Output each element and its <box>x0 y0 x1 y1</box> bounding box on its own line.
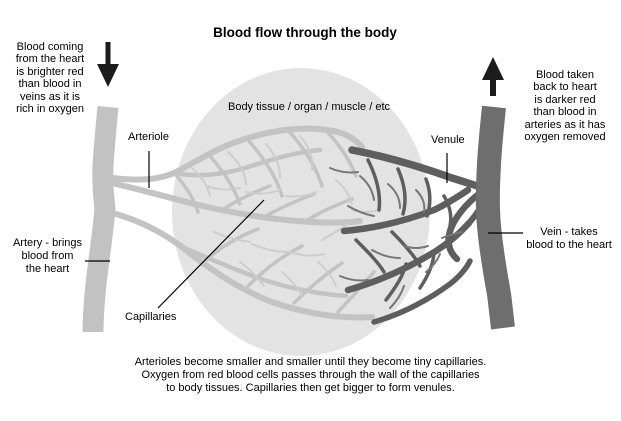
artery-blood-note: Blood coming from the heart is brighter … <box>15 41 85 116</box>
arteriole-label: Arteriole <box>128 131 169 143</box>
diagram-title: Blood flow through the body <box>213 25 397 40</box>
capillaries-label: Capillaries <box>125 311 177 323</box>
body-tissue-label: Body tissue / organ / muscle / etc <box>227 101 391 113</box>
arrow-up-icon <box>482 57 504 96</box>
leader-lines <box>85 151 523 309</box>
capillary-web-light-thin <box>191 135 379 297</box>
bottom-caption: Arterioles become smaller and smaller un… <box>134 356 487 394</box>
vein-vessel <box>475 105 515 330</box>
artery-vessel <box>82 106 119 333</box>
capillary-web-dark-thin <box>329 167 463 309</box>
venule-label: Venule <box>431 134 465 146</box>
artery-label: Artery - brings blood from the heart <box>12 237 83 275</box>
vein-label: Vein - takes blood to the heart <box>526 226 612 251</box>
arrow-down-icon <box>97 42 119 87</box>
capillaries-leader-line <box>157 199 265 309</box>
vein-blood-note: Blood taken back to heart is darker red … <box>524 69 606 144</box>
flow-arrows <box>97 42 504 96</box>
